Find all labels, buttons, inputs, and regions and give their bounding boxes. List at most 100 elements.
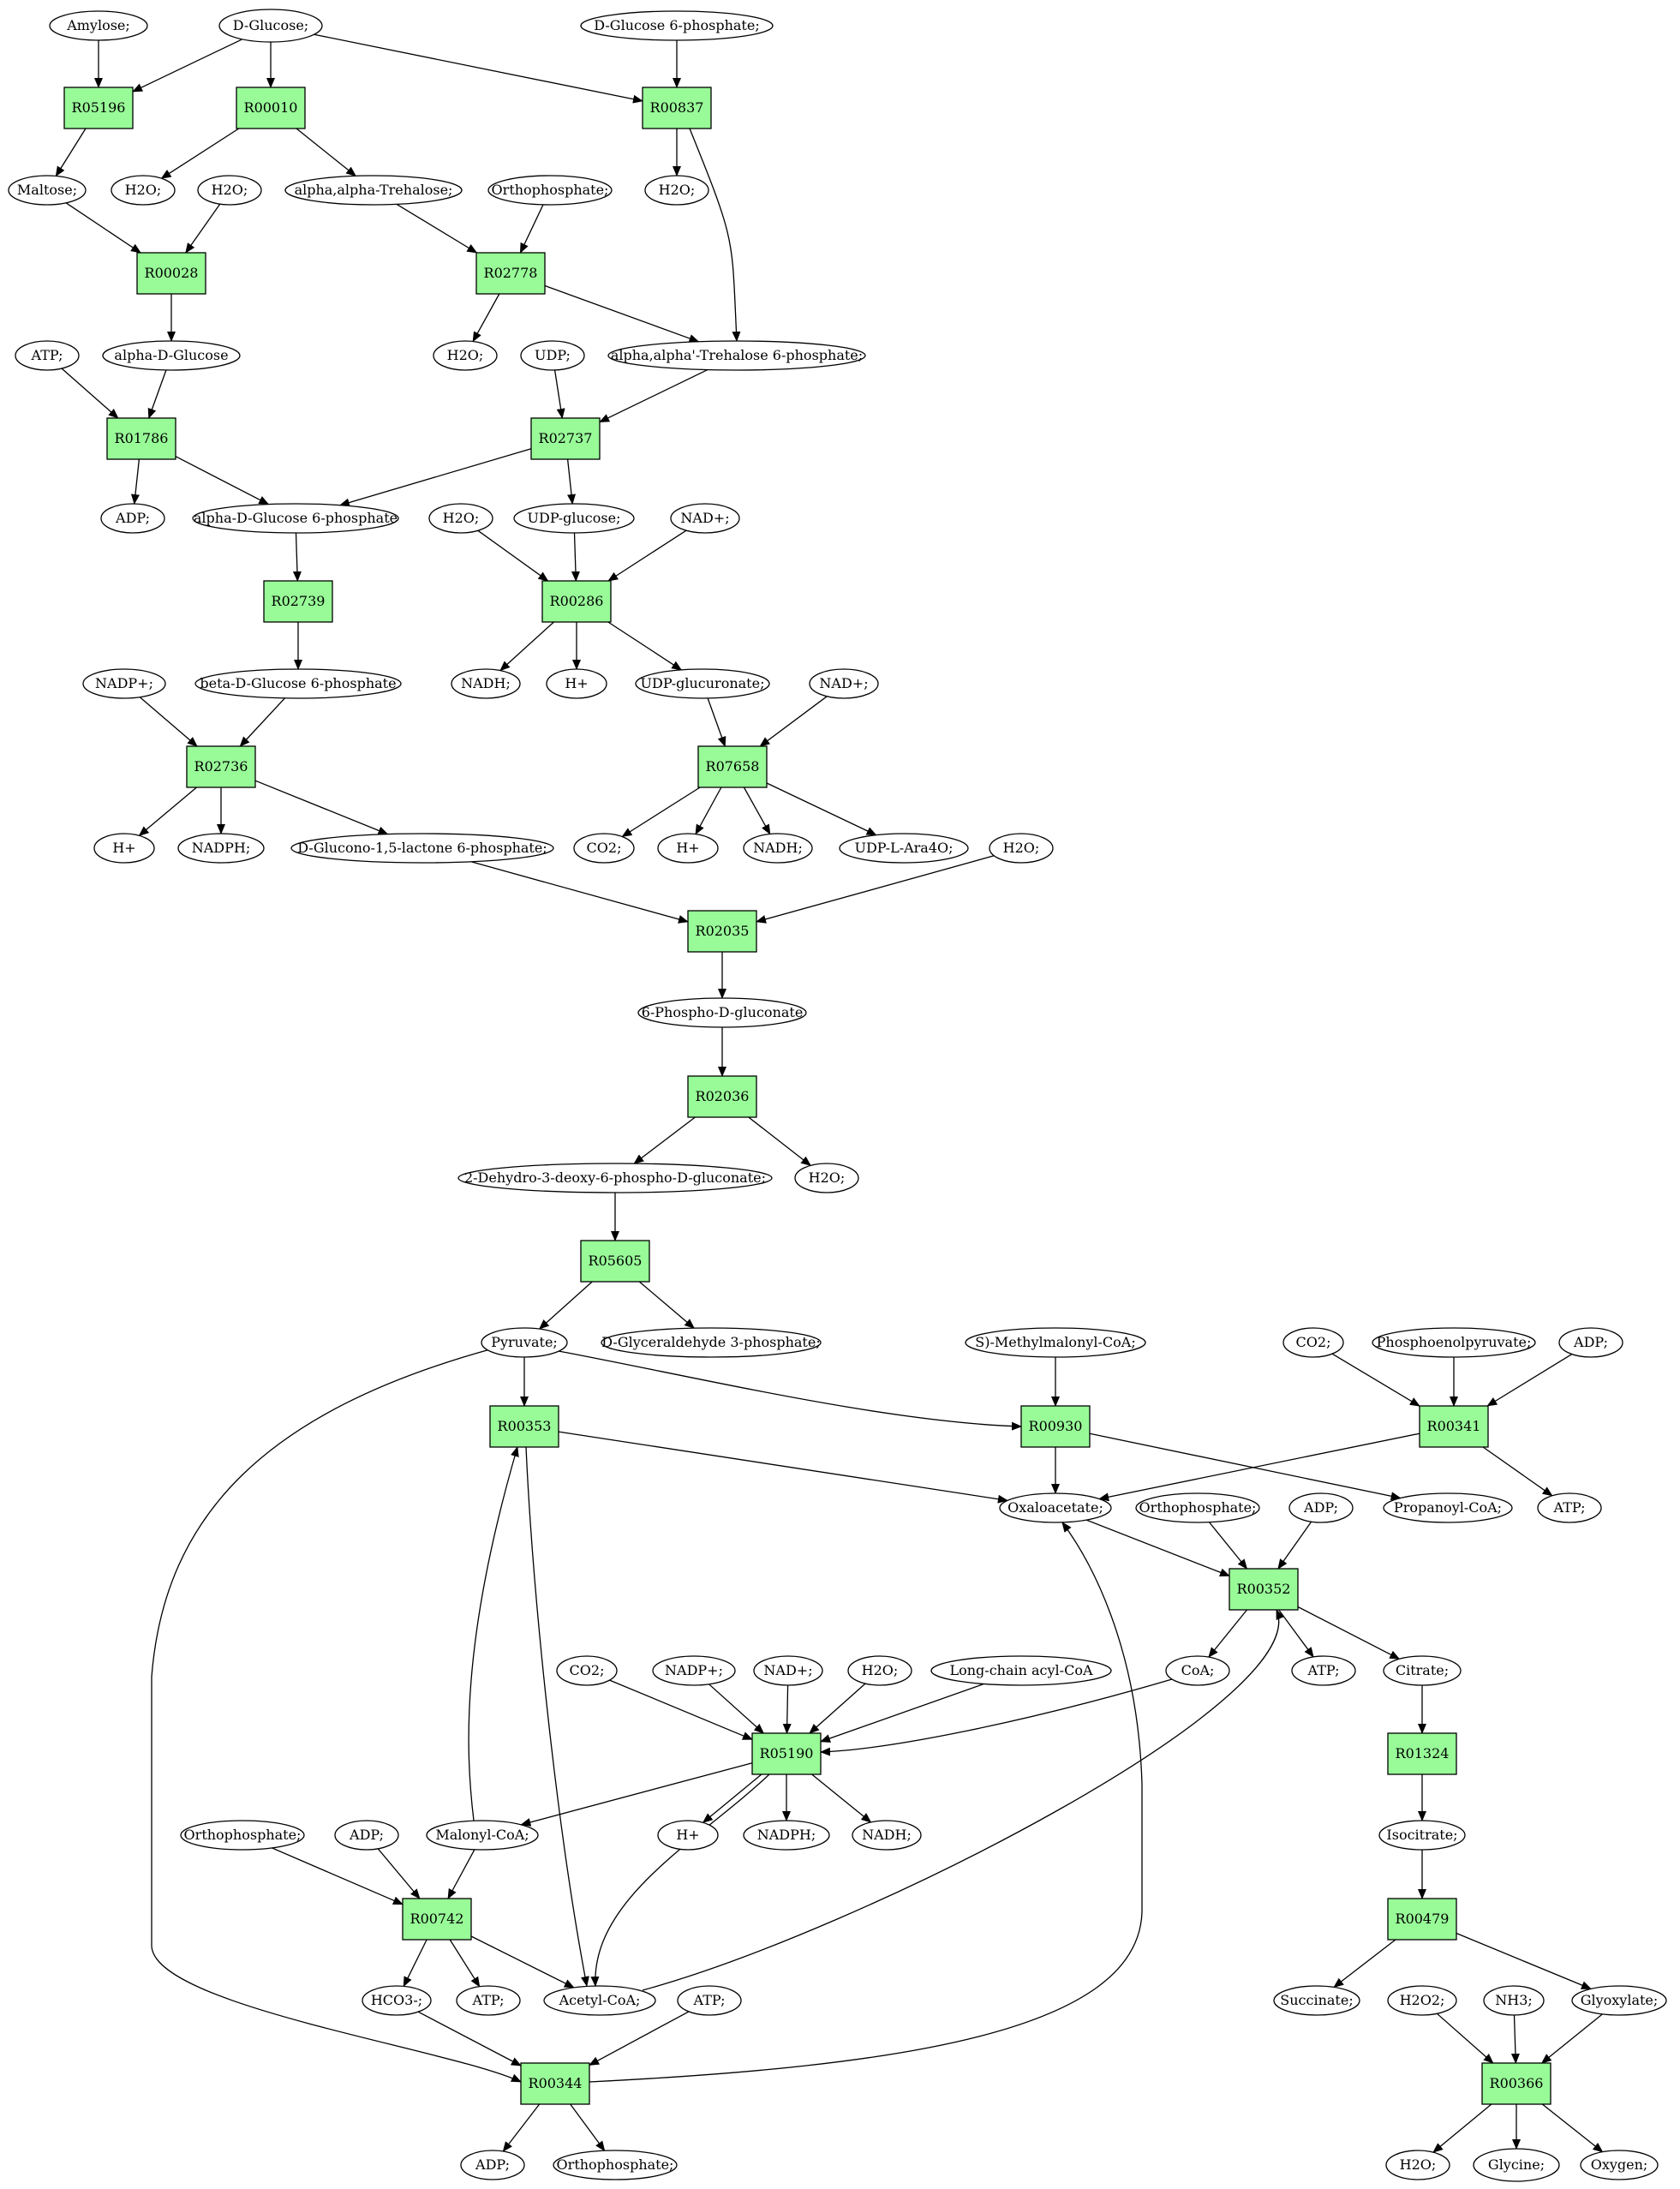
compound-ellipse: [100, 503, 165, 534]
compound-ellipse: [553, 2150, 678, 2180]
compound-node-c_nadp_a: NADP+;: [82, 668, 166, 699]
reaction-node-r_R07658: R07658: [697, 745, 768, 788]
reaction-node-r_R00344: R00344: [520, 2062, 590, 2105]
edge-r_R00344-to-c_phos_d: [570, 2103, 606, 2152]
edge-c_h2o_h-to-r_R05190: [809, 1683, 866, 1734]
edge-c_maltose-to-r_R00028: [65, 202, 141, 254]
node-label: ATP;: [1307, 1662, 1340, 1678]
compound-ellipse: [556, 1655, 618, 1686]
compound-ellipse: [1135, 1492, 1260, 1523]
node-label: NADP+;: [665, 1662, 723, 1678]
compound-node-c_nadph_a: NADPH;: [177, 833, 265, 864]
compound-ellipse: [999, 1492, 1112, 1523]
edge-c_nadp_a-to-r_R02736: [139, 697, 198, 747]
compound-ellipse: [543, 1985, 656, 2016]
edge-r_R00286-to-c_udpglcur: [607, 621, 683, 671]
compound-node-c_lcacoa: Long-chain acyl-CoA: [930, 1655, 1112, 1686]
compound-node-c_coa: CoA;: [1165, 1655, 1230, 1686]
edge-r_R02737-to-c_udpglc: [566, 458, 576, 505]
reaction-node-r_R02036: R02036: [687, 1075, 757, 1118]
reaction-box: [136, 252, 206, 295]
compound-node-c_pyruvate: Pyruvate;: [481, 1327, 568, 1358]
edge-c_adp_c-to-r_R00352: [1277, 1521, 1312, 1570]
node-label: R00930: [1029, 1418, 1083, 1434]
compound-node-c_h2o_f: H2O;: [989, 833, 1054, 864]
compound-ellipse: [809, 668, 879, 699]
compound-ellipse: [433, 340, 498, 371]
node-label: Citrate;: [1396, 1662, 1449, 1678]
compound-node-c_smmcoa: S)-Methylmalonyl-CoA;: [965, 1327, 1146, 1358]
compound-node-c_h2o_a: H2O;: [111, 175, 176, 206]
edge-c_nadp_b-to-r_R05190: [708, 1684, 765, 1734]
node-label: D-Glyceraldehyde 3-phosphate;: [601, 1334, 820, 1350]
reaction-box: [236, 87, 306, 129]
edge-c_dglucose-to-r_R05196: [132, 39, 243, 93]
edge-c_malcoa-to-r_R00353: [468, 1446, 519, 1821]
reaction-box: [1387, 1732, 1457, 1775]
reaction-box: [530, 417, 601, 460]
compound-ellipse: [652, 1655, 736, 1686]
compound-ellipse: [1291, 1655, 1356, 1686]
node-label: D-Glucose;: [233, 17, 308, 33]
compound-ellipse: [1387, 1985, 1457, 2016]
edge-r_R05605-to-c_gap: [638, 1281, 695, 1329]
compound-ellipse: [657, 1820, 719, 1851]
edge-r_R05196-to-c_maltose: [55, 128, 87, 177]
compound-node-c_h2o_c: H2O;: [644, 175, 709, 206]
compound-ellipse: [15, 340, 80, 371]
compound-ellipse: [580, 10, 774, 41]
compound-ellipse: [487, 175, 613, 206]
node-label: Glyoxylate;: [1581, 1992, 1659, 2008]
reaction-box: [687, 1075, 757, 1118]
compound-node-c_atp_a: ATP;: [15, 340, 80, 371]
reaction-box: [1387, 1898, 1457, 1941]
compound-node-c_h2o_e: H2O;: [428, 503, 493, 534]
edge-r_R02737-to-c_adg6p: [338, 448, 532, 507]
compound-ellipse: [635, 668, 770, 699]
compound-ellipse: [426, 1820, 539, 1851]
node-label: Maltose;: [17, 182, 77, 198]
edge-r_R00341-to-c_atp_b: [1482, 1446, 1553, 1497]
compound-node-c_atp_e: ATP;: [677, 1985, 742, 2016]
edge-r_R02778-to-c_t6p: [544, 284, 700, 343]
node-label: R02737: [539, 430, 593, 446]
compound-ellipse: [573, 833, 635, 864]
reaction-node-r_R01324: R01324: [1387, 1732, 1457, 1775]
node-label: alpha-D-Glucose 6-phosphate: [194, 510, 398, 526]
compound-node-c_adp_a: ADP;: [100, 503, 165, 534]
nodes-layer: Amylose;D-Glucose;D-Glucose 6-phosphate;…: [8, 9, 1667, 2182]
reaction-node-r_R00930: R00930: [1020, 1405, 1091, 1448]
node-label: H2O;: [809, 1169, 846, 1186]
node-label: alpha,alpha-Trehalose;: [295, 182, 453, 198]
compound-node-c_nadh_c: NADH;: [852, 1820, 922, 1851]
node-label: 6-Phospho-D-gluconate: [642, 1004, 804, 1020]
edge-r_R00353-to-c_oaa: [558, 1431, 1008, 1504]
node-label: R00353: [498, 1418, 552, 1434]
compound-node-c_adp_b: ADP;: [1558, 1327, 1623, 1358]
node-label: Succinate;: [1280, 1992, 1353, 2008]
node-label: Propanoyl-CoA;: [1394, 1499, 1502, 1516]
node-label: Malonyl-CoA;: [435, 1827, 529, 1843]
edge-c_co2_b-to-r_R00341: [1331, 1353, 1420, 1407]
edge-c_h2o_b-to-r_R00028: [185, 203, 221, 254]
node-label: NAD+;: [680, 510, 729, 526]
node-label: R05190: [760, 1745, 814, 1761]
reaction-box: [541, 580, 612, 623]
edge-c_t6p-to-r_R02737: [599, 369, 708, 423]
compound-ellipse: [1580, 2150, 1659, 2180]
reaction-box: [489, 1405, 559, 1448]
compound-node-c_co2_c: CO2;: [556, 1655, 618, 1686]
compound-node-c_h2o_b: H2O;: [197, 175, 262, 206]
compound-node-c_atp_b: ATP;: [1537, 1492, 1602, 1523]
edge-r_R00344-to-c_adp_e: [502, 2103, 541, 2152]
compound-node-c_nh3: NH3;: [1483, 1985, 1545, 2016]
edge-c_pyruvate-to-r_R00344: [151, 1349, 522, 2083]
node-label: H2O;: [862, 1662, 899, 1678]
reaction-node-r_R01786: R01786: [106, 417, 176, 460]
node-label: H2O;: [212, 182, 248, 198]
compound-node-c_pep: Phosphoenolpyruvate;: [1372, 1327, 1536, 1358]
compound-ellipse: [8, 175, 87, 206]
node-label: R00837: [650, 99, 704, 116]
compound-ellipse: [1282, 1327, 1344, 1358]
compound-node-c_oxygen: Oxygen;: [1580, 2150, 1659, 2180]
